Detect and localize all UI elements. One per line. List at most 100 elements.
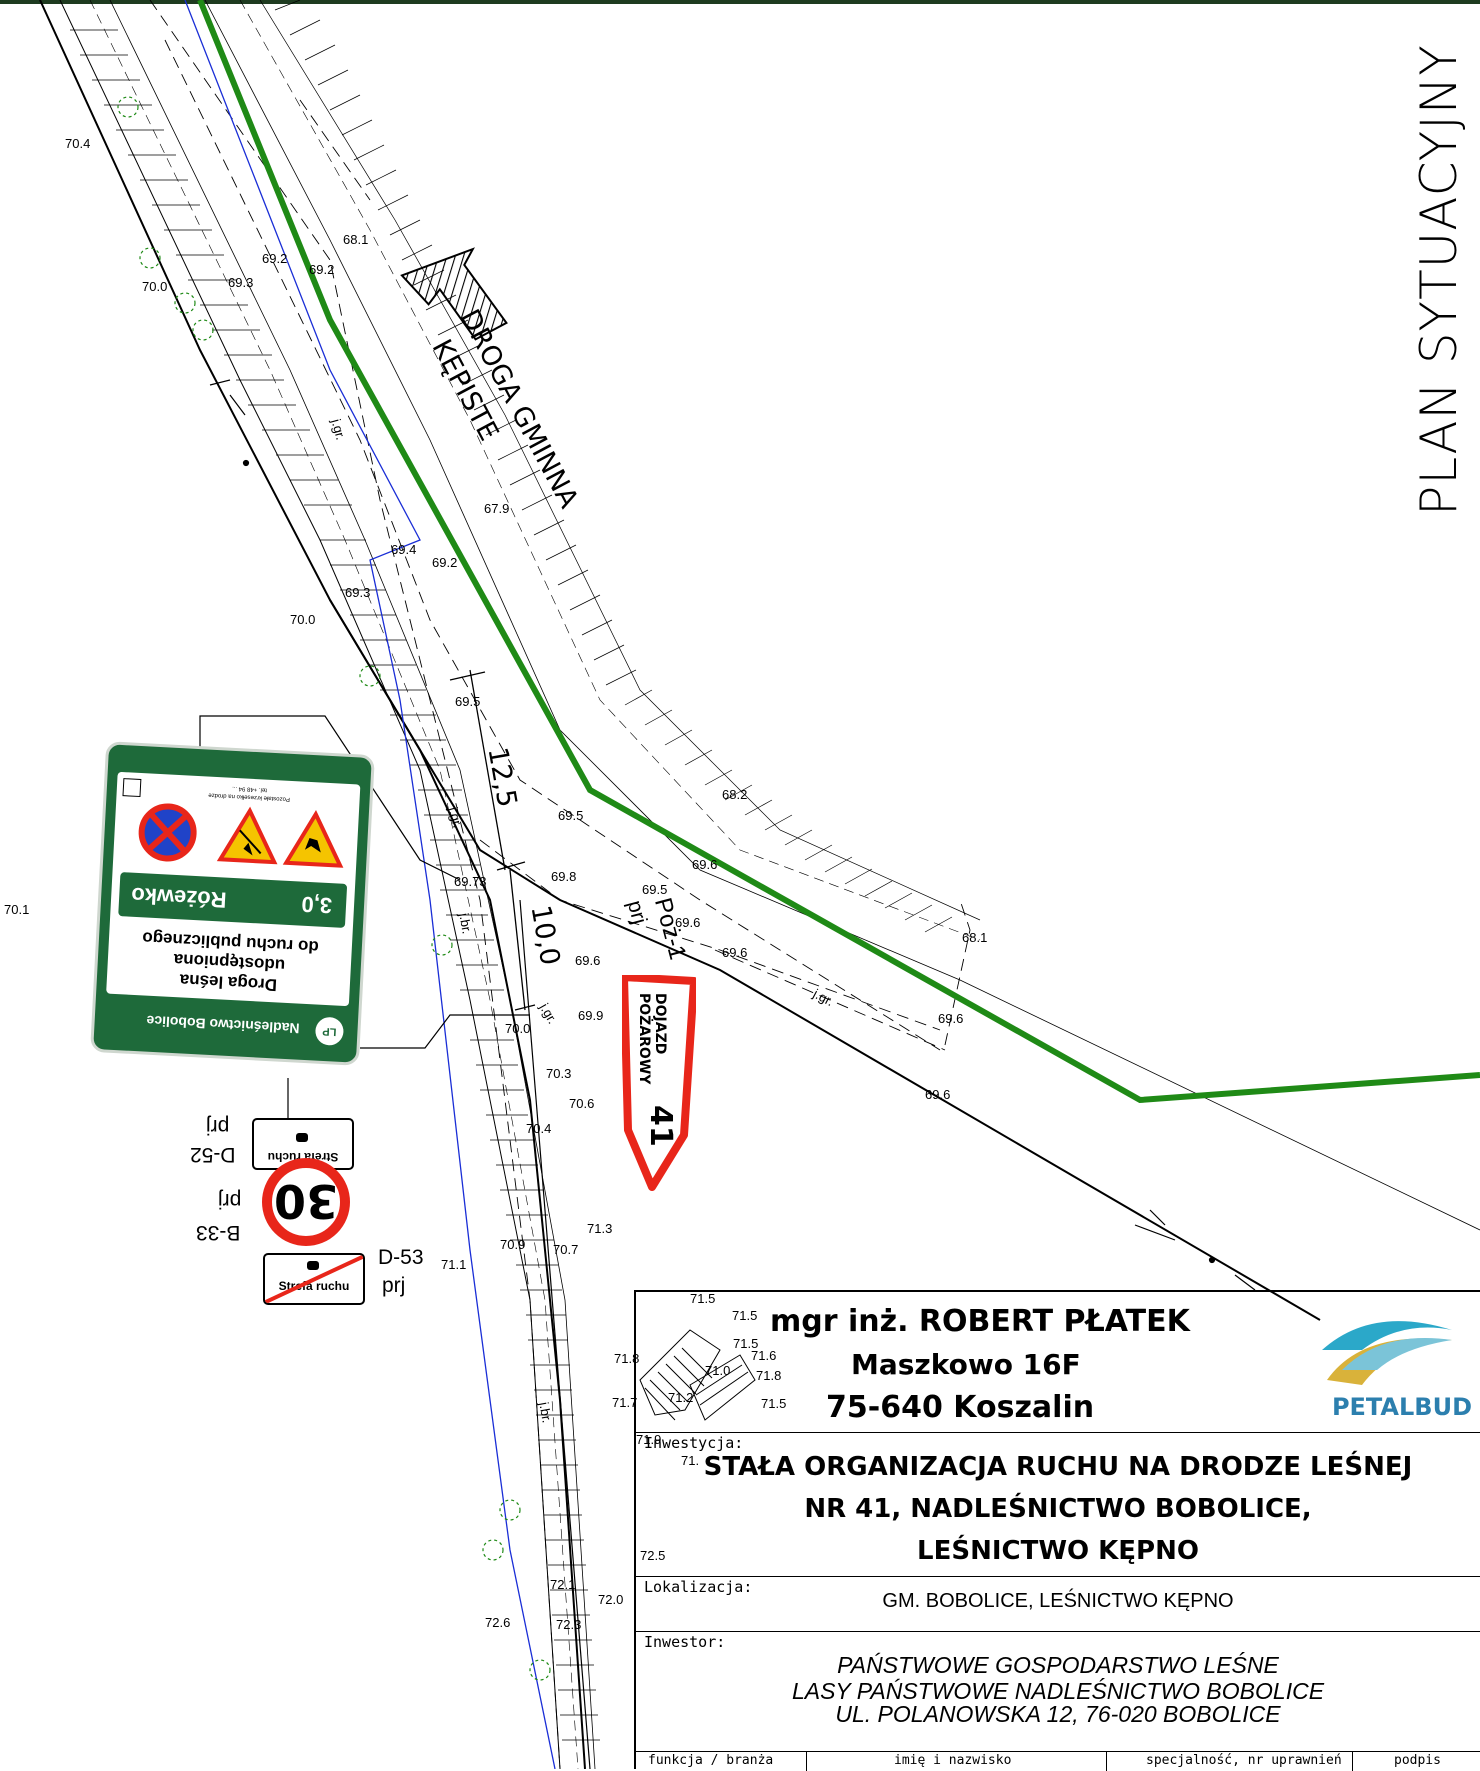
- sign-d53-suffix: prj: [382, 1274, 406, 1297]
- elevation-label: 70.0: [505, 1021, 531, 1036]
- elevation-label: 70.7: [553, 1242, 579, 1257]
- designer-name: mgr inż. ROBERT PŁATEK: [770, 1304, 1190, 1339]
- elevation-label: 72.3: [556, 1617, 582, 1632]
- elevation-label: 71.9: [636, 1432, 662, 1447]
- elevation-label: 69.6: [722, 945, 748, 960]
- elevation-label: 71.8: [756, 1368, 782, 1383]
- elevation-label: 69.2: [262, 251, 288, 266]
- petalbud-text: PETALBUD: [1331, 1393, 1472, 1421]
- info-board-panel: Droga leśna udostępniona do ruchu public…: [106, 771, 361, 1007]
- sign-b33-code: B-33: [196, 1221, 241, 1244]
- elevation-label: 69.6: [675, 915, 701, 930]
- elevation-label: 71.6: [751, 1348, 777, 1363]
- fire-sign: DOJAZD POŻAROWY 41: [622, 975, 696, 1195]
- elevation-label: 68.1: [962, 930, 988, 945]
- signature-table-header: funkcja / branża imię i nazwisko specjal…: [636, 1751, 1480, 1771]
- location-label: Lokalizacja:: [644, 1578, 753, 1596]
- building-outline: [639, 1329, 756, 1421]
- elevation-label: 71.: [681, 1453, 700, 1468]
- info-board-header: LP Nadleśnictwo Bobolice: [104, 998, 349, 1053]
- elevation-label: 70.0: [142, 279, 168, 294]
- fire-sign-line1: DOJAZD: [652, 993, 668, 1055]
- info-board-logo-icon: LP: [314, 1016, 345, 1046]
- no-stopping-icon: [138, 803, 197, 862]
- info-board-texts: Droga leśna udostępniona do ruchu public…: [107, 926, 353, 999]
- investor-label: Inwestor:: [644, 1633, 726, 1651]
- elevation-label: 70.3: [546, 1066, 572, 1081]
- dimension-lines: [449, 669, 536, 1011]
- info-board-dest: Różewko: [130, 882, 228, 913]
- investor-line1: PAŃSTWOWE GOSPODARSTWO LEŚNE: [837, 1652, 1279, 1678]
- fire-sign-number: 41: [643, 1105, 678, 1147]
- elevation-label: 71.3: [587, 1221, 613, 1236]
- investment-label: Inwestycja:: [644, 1434, 744, 1452]
- warning-falling-rocks-icon: [216, 806, 278, 865]
- elevation-label: 71.7: [612, 1395, 638, 1410]
- fire-sign-line2: POŻAROWY: [636, 993, 652, 1085]
- elevation-label: 69.3: [228, 275, 254, 290]
- designer-row: mgr inż. ROBERT PŁATEK Maszkowo 16F 75-6…: [636, 1292, 1480, 1433]
- wave-icon: [1322, 1321, 1452, 1385]
- elevation-label: 69.8: [551, 869, 577, 884]
- elevation-label: 72.5: [640, 1548, 666, 1563]
- sign-d52-code: D-52: [190, 1143, 236, 1166]
- elevation-label: 69.6: [925, 1087, 951, 1102]
- elevation-label: 69.6: [575, 953, 601, 968]
- elevation-label: 69.73: [454, 874, 487, 889]
- elevation-label: 69.2: [309, 262, 335, 277]
- investment-row: Inwestycja: STAŁA ORGANIZACJA RUCHU NA D…: [636, 1432, 1480, 1577]
- fire-sign-shape: [622, 975, 696, 1191]
- sign-d53: Strefa ruchu: [263, 1253, 365, 1305]
- utility-line-blue: [184, 0, 556, 1769]
- investment-line2: NR 41, NADLEŚNICTWO BOBOLICE,: [804, 1494, 1312, 1524]
- elevation-label: 68.2: [722, 787, 748, 802]
- kerb-ticks-left: [70, 29, 600, 1741]
- info-board-destination: Różewko 3,0: [118, 872, 348, 928]
- elevation-label: 71.5: [732, 1308, 758, 1323]
- elevation-label: 72.1: [550, 1577, 576, 1592]
- elevation-label: 67.9: [484, 501, 510, 516]
- elevation-label: 69.6: [938, 1011, 964, 1026]
- top-frame: [0, 0, 1480, 4]
- header-specialty: specjalność, nr uprawnień: [1146, 1753, 1342, 1768]
- elevation-label: 70.9: [500, 1237, 526, 1252]
- elevation-label: 69.5: [642, 882, 668, 897]
- elevation-label: 70.0: [290, 612, 316, 627]
- elevation-label: 71.0: [705, 1363, 731, 1378]
- elevation-label: 71.8: [614, 1351, 640, 1366]
- investment-line3: LEŚNICTWO KĘPNO: [917, 1536, 1199, 1566]
- designer-street: Maszkowo 16F: [851, 1348, 1081, 1381]
- elevation-label: 69.3: [345, 585, 371, 600]
- warning-animals-icon: [282, 810, 344, 868]
- tree-symbols: [117, 96, 551, 1681]
- info-board-dist: 3,0: [300, 891, 333, 919]
- elevation-label: 70.1: [4, 902, 30, 917]
- kerb-ticks-right: [274, 0, 953, 933]
- elevation-label: 68.1: [343, 232, 369, 247]
- location-value: GM. BOBOLICE, LEŚNICTWO KĘPNO: [882, 1590, 1234, 1612]
- elevation-label: 71.1: [441, 1257, 467, 1272]
- car-icon: [296, 1133, 308, 1142]
- investment-line1: STAŁA ORGANIZACJA RUCHU NA DRODZE LEŚNEJ: [703, 1452, 1413, 1482]
- elevation-label: 69.5: [455, 694, 481, 709]
- elevation-label: 70.4: [65, 136, 91, 151]
- header-name: imię i nazwisko: [894, 1753, 1012, 1768]
- investor-row: Inwestor: PAŃSTWOWE GOSPODARSTWO LEŚNE L…: [636, 1631, 1480, 1752]
- elevation-label: 69.6: [692, 857, 718, 872]
- elevation-label: 69.5: [558, 808, 584, 823]
- info-board-symbols: [121, 798, 351, 876]
- forest-boundary-green: [197, 0, 1480, 1104]
- petalbud-logo: PETALBUD: [1302, 1310, 1472, 1425]
- location-row: Lokalizacja: GM. BOBOLICE, LEŚNICTWO KĘP…: [636, 1576, 1480, 1632]
- sign-b33-suffix: prj: [218, 1189, 242, 1212]
- info-board-org: Nadleśnictwo Bobolice: [146, 1012, 300, 1037]
- direction-arrow: [400, 247, 508, 341]
- elevation-label: 70.4: [526, 1121, 552, 1136]
- elevation-label: 69.4: [391, 542, 417, 557]
- sign-leader-lines: [199, 715, 530, 1120]
- elevation-label: 71.5: [733, 1336, 759, 1351]
- elevation-label: 70.6: [569, 1096, 595, 1111]
- investor-line2: LASY PAŃSTWOWE NADLEŚNICTWO BOBOLICE: [791, 1678, 1325, 1704]
- elevation-label: 71.5: [690, 1291, 716, 1306]
- road-tick-marks: [209, 379, 1256, 1291]
